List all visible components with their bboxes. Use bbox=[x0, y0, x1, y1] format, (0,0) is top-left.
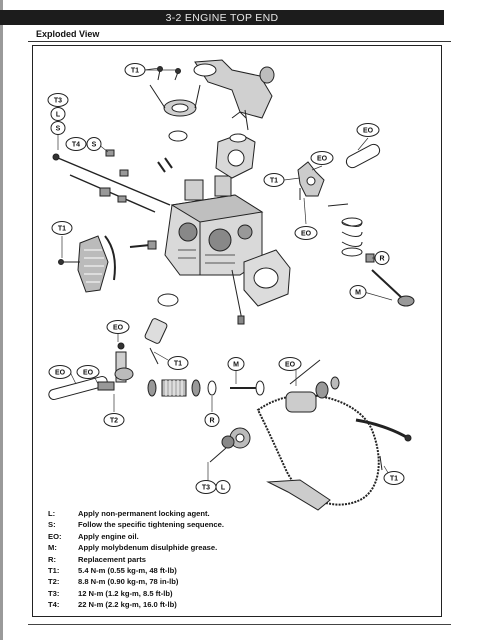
legend-key: S: bbox=[48, 520, 56, 530]
callout-t1-tensioner: T1 bbox=[51, 221, 73, 235]
cylinder-block bbox=[157, 249, 291, 325]
legend-text: 8.8 N-m (0.90 kg-m, 78 in-lb) bbox=[78, 577, 179, 587]
callout-label: T1 bbox=[270, 178, 278, 185]
callout-s-top: S bbox=[50, 121, 66, 135]
chapter-header: 3-2 ENGINE TOP END bbox=[0, 10, 444, 25]
callout-label: S bbox=[92, 142, 97, 149]
callout-label: EO bbox=[83, 370, 94, 377]
section-title: Exploded View bbox=[36, 29, 100, 39]
callout-t1-top: T1 bbox=[124, 63, 146, 77]
callout-label: L bbox=[221, 485, 226, 492]
callout-label: EO bbox=[317, 156, 328, 163]
legend-row-m: M: Apply molybdenum disulphide grease. bbox=[48, 542, 224, 553]
callout-label: R bbox=[209, 418, 214, 425]
callout-t4: T4 bbox=[65, 137, 87, 151]
callout-r-seal: R bbox=[374, 251, 390, 265]
callout-s-t4: S bbox=[86, 137, 102, 151]
callout-t1-cam: T1 bbox=[167, 356, 189, 370]
callout-t1-guide: T1 bbox=[383, 471, 405, 485]
callout-t3-top: T3 bbox=[47, 93, 69, 107]
legend-text: 5.4 N-m (0.55 kg-m, 48 ft-lb) bbox=[78, 566, 177, 576]
head-bolts bbox=[52, 149, 173, 213]
diagram-frame bbox=[32, 45, 442, 617]
callout-label: EO bbox=[285, 362, 296, 369]
legend-row-eo: EO: Apply engine oil. bbox=[48, 531, 224, 542]
callout-eo-pin: EO bbox=[356, 123, 380, 137]
callout-eo-rocker-left: EO bbox=[106, 320, 130, 334]
legend: L: Apply non-permanent locking agent. S:… bbox=[48, 508, 224, 611]
legend-key: T2: bbox=[48, 577, 60, 587]
legend-key: M: bbox=[48, 543, 57, 553]
legend-text: 22 N-m (2.2 kg-m, 16.0 ft-lb) bbox=[78, 600, 177, 610]
callout-l-sprocket: L bbox=[215, 480, 231, 494]
callout-label: T3 bbox=[54, 98, 62, 105]
callout-label: T1 bbox=[58, 226, 66, 233]
legend-key: L: bbox=[48, 509, 56, 518]
legend-text: Replacement parts bbox=[78, 554, 146, 564]
legend-key: T3: bbox=[48, 588, 60, 598]
legend-text: 12 N-m (1.2 kg-m, 8.5 ft-lb) bbox=[78, 588, 173, 598]
legend-row-l: L: Apply non-permanent locking agent. bbox=[48, 508, 224, 519]
callout-r-cam: R bbox=[204, 413, 220, 427]
callout-label: T1 bbox=[174, 361, 182, 368]
rocker-arm-right bbox=[297, 143, 415, 307]
callout-eo-arm: EO bbox=[76, 365, 100, 379]
cam-chain bbox=[256, 359, 412, 511]
legend-key: T4: bbox=[48, 600, 60, 610]
callout-m-valve: M bbox=[349, 285, 367, 299]
legend-text: Apply molybdenum disulphide grease. bbox=[78, 543, 218, 553]
cam-sprocket bbox=[209, 427, 251, 463]
callout-label: EO bbox=[301, 231, 312, 238]
callout-m-cam: M bbox=[227, 357, 245, 371]
chapter-title: 3-2 ENGINE TOP END bbox=[165, 11, 279, 24]
leader-lines bbox=[57, 67, 393, 482]
callout-label: T3 bbox=[202, 485, 210, 492]
callout-label: EO bbox=[363, 128, 374, 135]
legend-row-t2: T2: 8.8 N-m (0.90 kg-m, 78 in-lb) bbox=[48, 576, 224, 587]
callout-label: T1 bbox=[131, 68, 139, 75]
callout-eo-shaft: EO bbox=[48, 365, 72, 379]
legend-row-t1: T1: 5.4 N-m (0.55 kg-m, 48 ft-lb) bbox=[48, 565, 224, 576]
title-divider bbox=[28, 41, 451, 42]
valve-cover bbox=[215, 111, 256, 179]
callout-t2: T2 bbox=[103, 413, 125, 427]
cylinder-head bbox=[164, 175, 264, 276]
legend-text: Apply non-permanent locking agent. bbox=[78, 509, 210, 518]
callout-t3-sprocket: T3 bbox=[195, 480, 217, 494]
callout-label: S bbox=[56, 126, 61, 133]
callout-l-top: L bbox=[50, 107, 66, 121]
callout-label: R bbox=[379, 256, 384, 263]
legend-row-r: R: Replacement parts bbox=[48, 554, 224, 565]
camshaft bbox=[147, 379, 265, 397]
callout-eo-valve-right: EO bbox=[294, 226, 318, 240]
callout-label: L bbox=[56, 112, 61, 119]
legend-text: Apply engine oil. bbox=[78, 531, 139, 541]
legend-key: R: bbox=[48, 554, 57, 564]
callout-t1-rocker: T1 bbox=[263, 173, 285, 187]
callout-label: EO bbox=[113, 325, 124, 332]
callout-label: T1 bbox=[390, 476, 398, 483]
callout-label: T2 bbox=[110, 418, 118, 425]
page-edge-shadow bbox=[0, 0, 3, 640]
tensioner-assembly bbox=[58, 235, 157, 293]
callout-label: EO bbox=[55, 370, 66, 377]
legend-row-s: S: Follow the specific tightening sequen… bbox=[48, 519, 224, 530]
callout-label: M bbox=[233, 362, 239, 369]
legend-row-t3: T3: 12 N-m (1.2 kg-m, 8.5 ft-lb) bbox=[48, 588, 224, 599]
callout-label: M bbox=[355, 290, 361, 297]
intake-manifold bbox=[149, 59, 275, 142]
legend-text: Follow the specific tightening sequence. bbox=[78, 520, 224, 530]
callout-label: T4 bbox=[72, 142, 80, 149]
callout-eo-chain: EO bbox=[278, 357, 302, 371]
legend-key: T1: bbox=[48, 566, 60, 576]
legend-key: EO: bbox=[48, 531, 62, 541]
callout-eo-rocker-right: EO bbox=[310, 151, 334, 165]
rocker-arm-left bbox=[48, 318, 168, 400]
legend-row-t4: T4: 22 N-m (2.2 kg-m, 16.0 ft-lb) bbox=[48, 599, 224, 610]
bottom-divider bbox=[28, 624, 451, 625]
